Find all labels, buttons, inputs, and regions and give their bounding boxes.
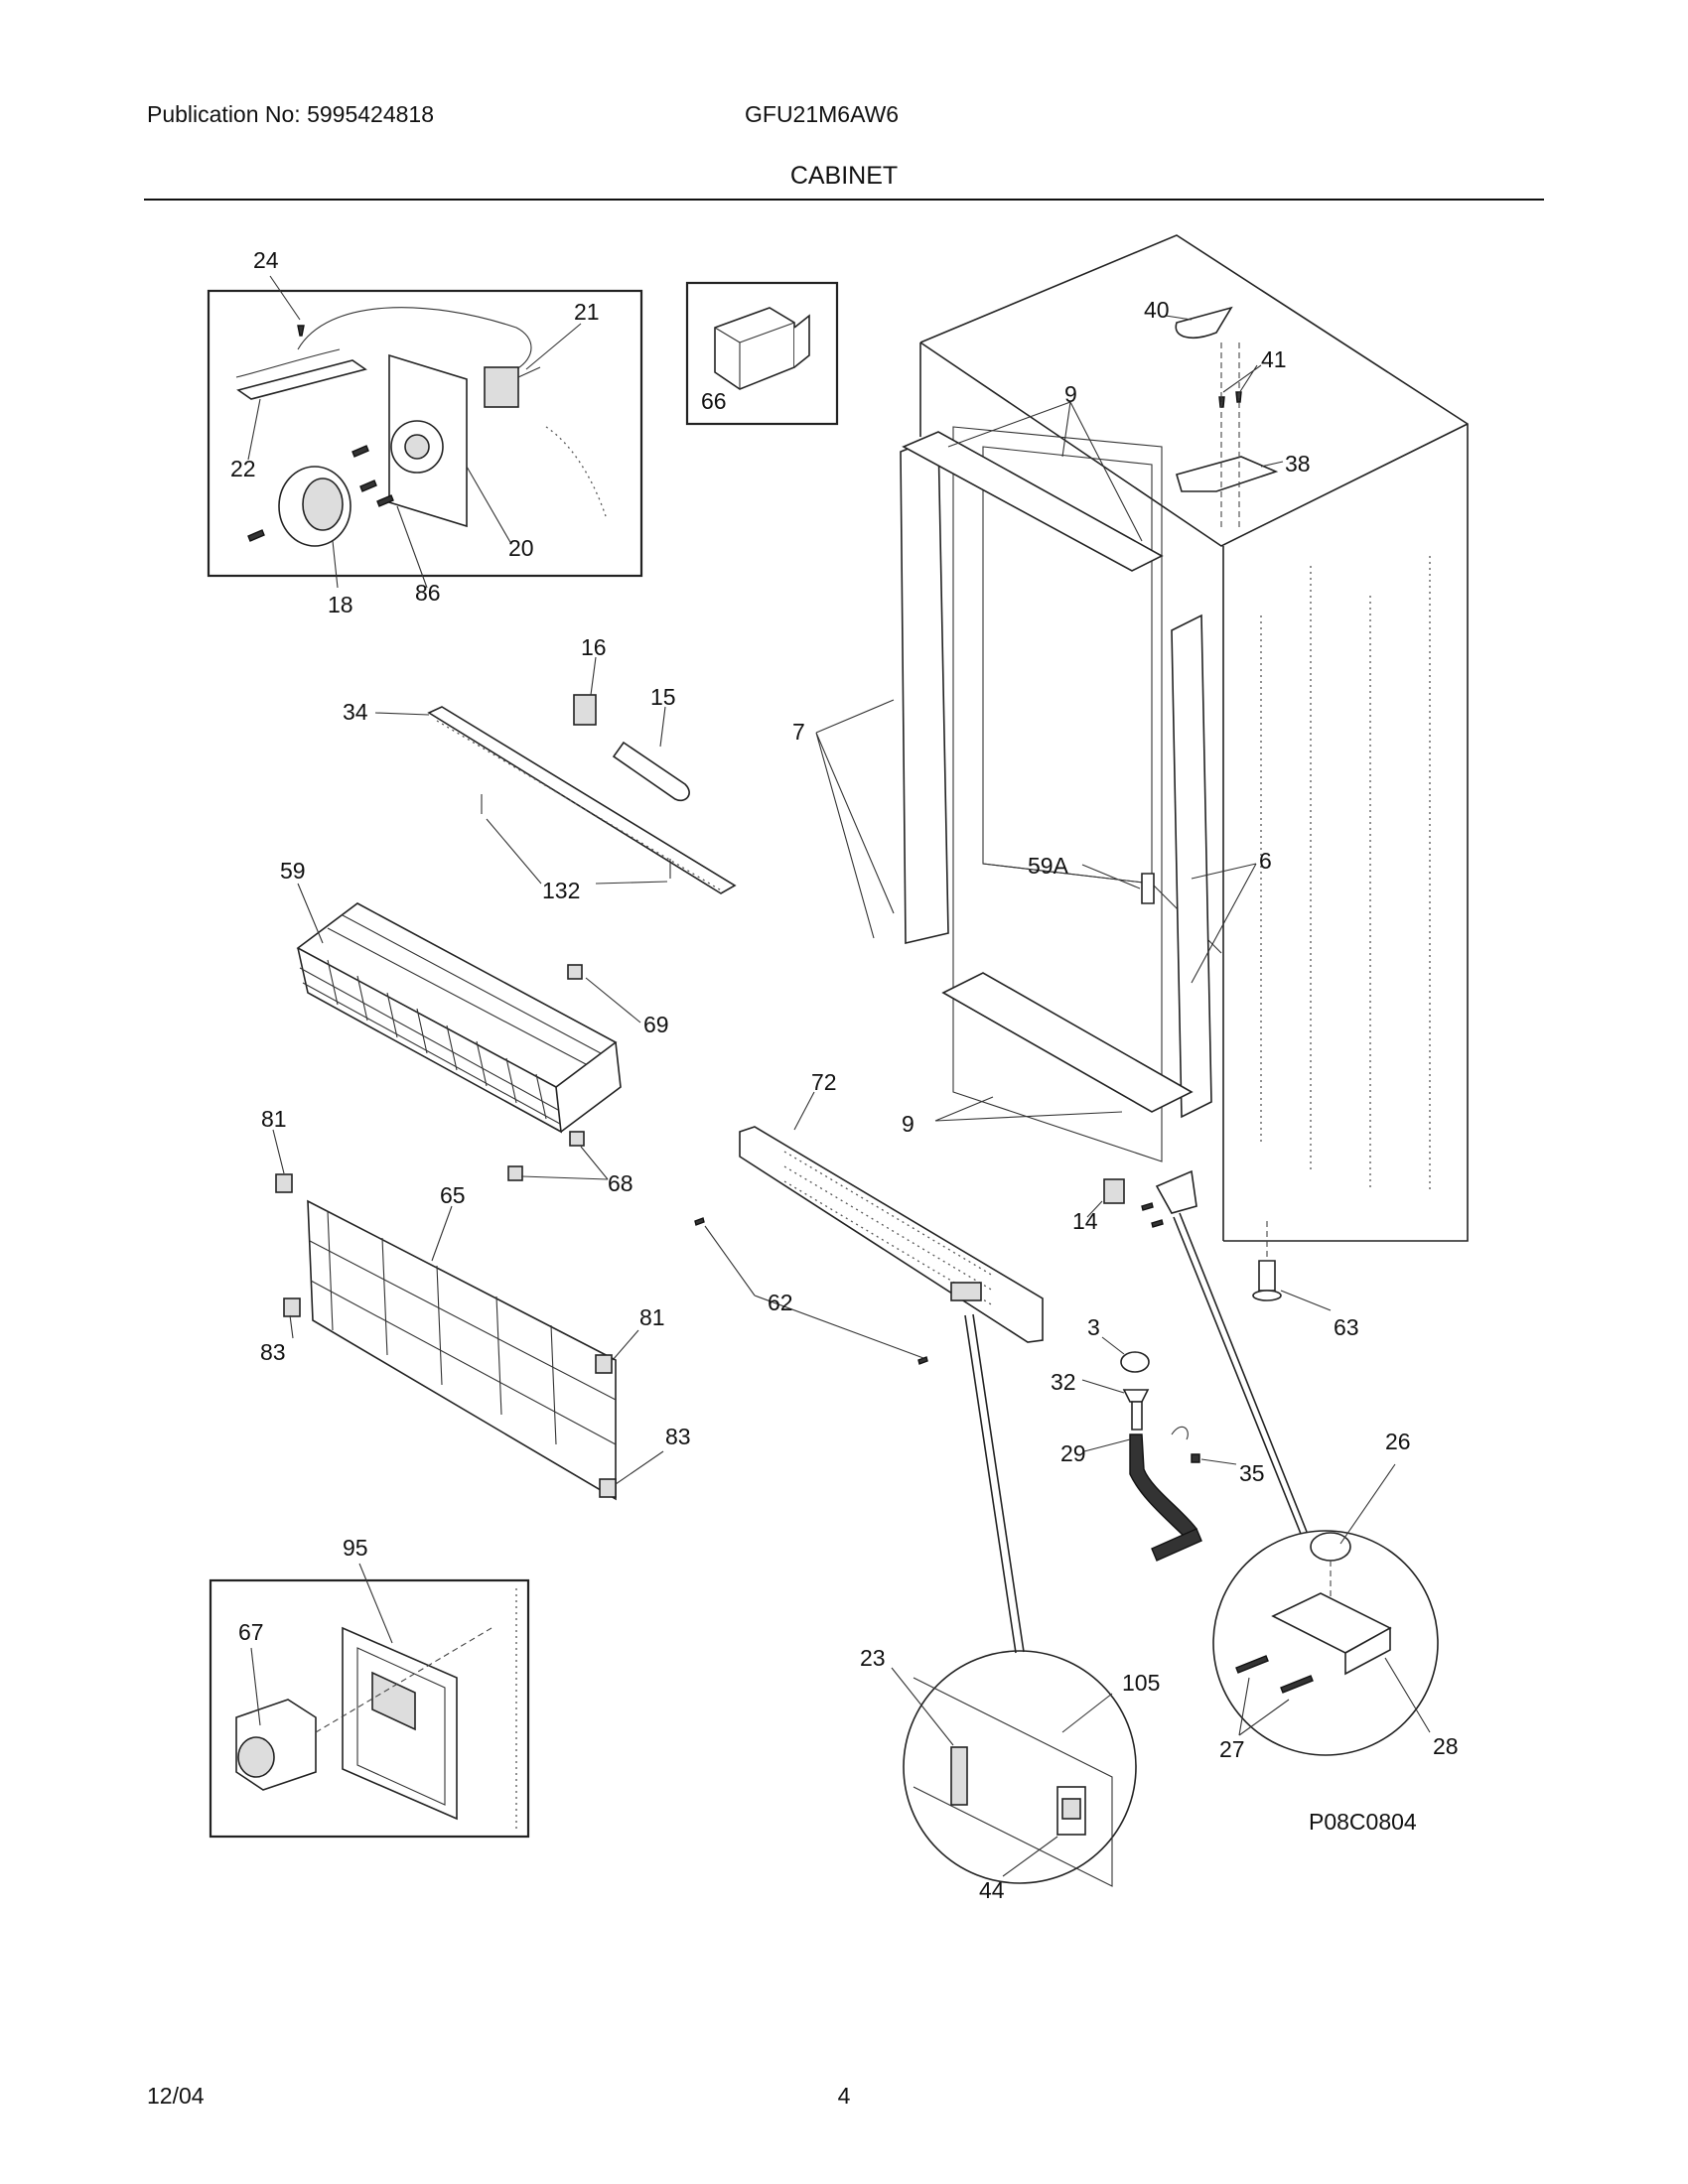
section-title: CABINET	[789, 162, 899, 190]
cabinet-body	[900, 234, 1469, 1301]
control-inset	[209, 1578, 530, 1839]
part-label: 59A	[1028, 853, 1069, 879]
page-number: 4	[837, 2083, 851, 2109]
part-label: 81	[261, 1106, 287, 1132]
toe-grille	[694, 1126, 1044, 1365]
part-label: 3	[1087, 1314, 1100, 1340]
part-label: 7	[792, 719, 805, 745]
part-label: 34	[343, 699, 368, 725]
part-label: 35	[1239, 1460, 1265, 1486]
part-label: 83	[665, 1424, 691, 1449]
part-label: 28	[1433, 1733, 1459, 1759]
part-labels: 24 21 22 20 18 86 66 40 41 38 9 16 15 34…	[230, 247, 1459, 1903]
part-label: 29	[1060, 1440, 1086, 1466]
diagram-reference-code: P08C0804	[1309, 1809, 1417, 1835]
part-label: 23	[860, 1645, 886, 1671]
part-label: 41	[1261, 346, 1287, 372]
part-label: 27	[1219, 1736, 1245, 1762]
hinge-detail-circle	[1173, 1212, 1439, 1756]
publication-date: 12/04	[147, 2083, 205, 2109]
part-label: 40	[1144, 297, 1170, 323]
model-number: GFU21M6AW6	[745, 101, 900, 127]
part-label: 44	[979, 1877, 1005, 1903]
part-label: 68	[608, 1170, 633, 1196]
part-label: 105	[1122, 1670, 1160, 1696]
part-label: 66	[701, 388, 727, 414]
part-label: 26	[1385, 1429, 1411, 1454]
part-label: 83	[260, 1339, 286, 1365]
part-label: 15	[650, 684, 676, 710]
wire-divider	[275, 1173, 617, 1501]
part-label: 16	[581, 634, 607, 660]
part-label: 21	[574, 299, 600, 325]
part-label: 65	[440, 1182, 466, 1208]
part-label: 18	[328, 592, 353, 617]
part-label: 69	[643, 1012, 669, 1037]
part-label: 32	[1051, 1369, 1076, 1395]
part-label: 62	[768, 1290, 793, 1315]
part-label: 81	[639, 1304, 665, 1330]
part-label: 95	[343, 1535, 368, 1561]
part-label: 59	[280, 858, 306, 884]
header-rule	[144, 199, 1544, 201]
part-label: 9	[902, 1111, 914, 1137]
part-label: 24	[253, 247, 279, 273]
relay-inset	[685, 281, 839, 426]
light-assembly	[427, 694, 737, 894]
part-label: 38	[1285, 451, 1311, 477]
wire-basket	[296, 902, 622, 1181]
part-label: 14	[1072, 1208, 1098, 1234]
part-label: 86	[415, 580, 441, 606]
part-label: 67	[238, 1619, 264, 1645]
part-label: 9	[1064, 381, 1077, 407]
part-label: 72	[811, 1069, 837, 1095]
publication-number: Publication No: 5995424818	[147, 101, 435, 127]
part-label: 63	[1334, 1314, 1359, 1340]
part-label: 20	[508, 535, 534, 561]
drain-assembly	[1120, 1351, 1202, 1562]
part-label: 6	[1259, 848, 1272, 874]
part-label: 132	[542, 878, 580, 903]
fan-assembly-inset	[207, 289, 643, 578]
part-label: 22	[230, 456, 256, 481]
switch-detail-circle	[903, 1313, 1137, 1887]
